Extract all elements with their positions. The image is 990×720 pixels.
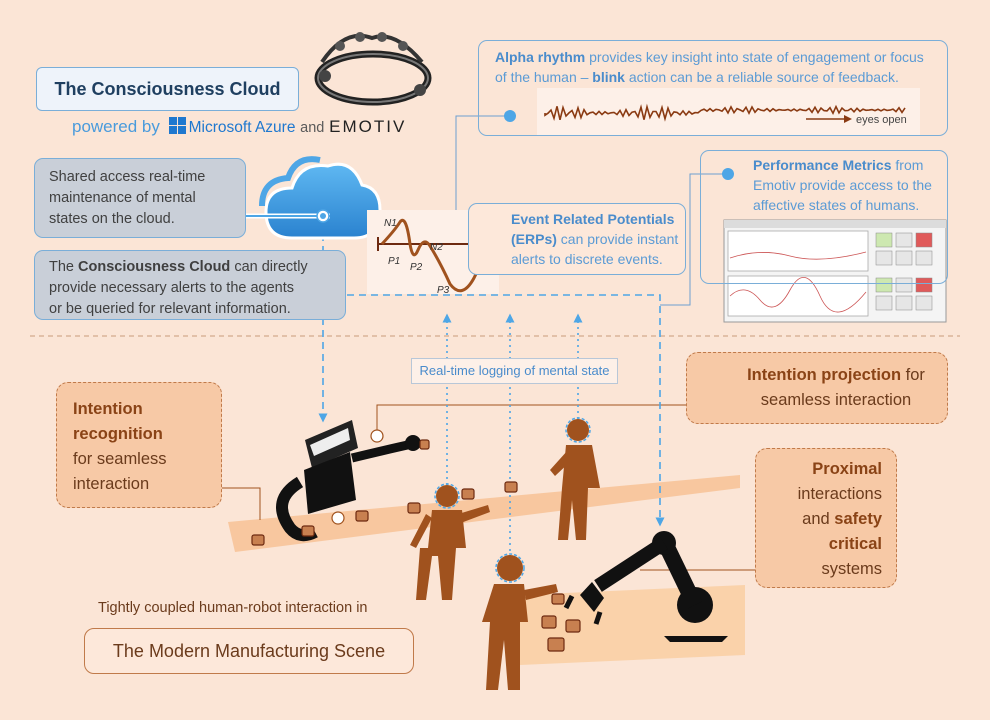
shared-access-line-2: maintenance of mental [49,190,196,206]
cloud-alerts-pre: The [49,259,79,275]
eeg-headset-icon [314,32,432,106]
data-flow-lines [318,222,665,527]
proximal-line-2: interactions [797,485,882,503]
intention-recognition-bold-2: recognition [73,425,163,443]
intention-recognition-line-4: interaction [73,475,150,493]
performance-text-1: from [891,157,924,173]
eyes-open-label: eyes open [856,114,907,126]
proximal-line-3-pre: and [802,510,835,528]
erp-label-p1: P1 [388,256,400,267]
title-box: The Consciousness Cloud [36,67,299,111]
human-figure-front [482,555,558,690]
proximal-line-5: systems [821,560,882,578]
proximal-line-1: Proximal [756,457,882,482]
erp-line-3: alerts to discrete events. [511,251,663,267]
azure-cloud-icon [236,156,382,240]
cloud-alerts-box: The Consciousness Cloud can directly pro… [34,250,346,320]
intention-projection-bold: Intention projection [747,366,902,384]
humanoid-robot-icon [276,420,421,542]
cloud-alerts-bold: Consciousness Cloud [78,259,231,275]
cloud-alerts-line-1: The Consciousness Cloud can directly [49,257,345,278]
erp-bold-1: Event Related Potentials [511,211,675,227]
performance-bold: Performance Metrics [753,157,892,173]
performance-metrics-screenshot [723,219,947,323]
alpha-text-2-pre: of the human – [495,69,593,85]
emotiv-logo: EMOTIV [329,117,407,136]
and-label: and [300,120,325,136]
microsoft-azure-label: Microsoft Azure [188,119,296,136]
erp-labels: N1 P1 N2 P2 P3 [384,218,450,296]
human-worker-figures [410,419,600,690]
performance-line-1: Performance Metrics from [753,155,947,175]
erp-label-p2: P2 [410,262,423,273]
industrial-robot-arm-icon [563,531,728,642]
cloud-alerts-line-3: or be queried for relevant information. [49,301,291,317]
shared-access-line-3: states on the cloud. [49,211,175,227]
intention-recognition-box: Intention recognition for seamless inter… [56,382,222,508]
performance-line-3: affective states of humans. [753,197,920,213]
erp-label-p3: P3 [437,285,450,296]
alpha-rhythm-box: Alpha rhythm provides key insight into s… [478,40,948,136]
alpha-line-2: of the human – blink action can be a rel… [495,67,947,87]
intention-recognition-line-1: Intention [73,397,221,422]
workpiece-blocks [251,439,581,652]
windows-logo-icon [168,117,186,134]
cloud-alerts-post: can directly [230,259,308,275]
alpha-text-2-post: action can be a reliable source of feedb… [624,69,899,85]
erp-line-2: (ERPs) can provide instant [511,229,685,249]
intention-recognition-line-2: recognition [73,422,221,447]
erp-bold-2: (ERPs) [511,231,557,247]
manufacturing-scene-title: The Modern Manufacturing Scene [112,641,386,661]
alpha-line-1: Alpha rhythm provides key insight into s… [495,47,947,67]
erp-label-n1: N1 [384,218,397,229]
erp-box: Event Related Potentials (ERPs) can prov… [468,203,686,275]
alpha-text-1: provides key insight into state of engag… [585,49,924,65]
alpha-rhythm-waveform [537,88,920,136]
performance-line-2: Emotiv provide access to the [753,177,932,193]
tightly-coupled-caption: Tightly coupled human-robot interaction … [98,600,368,616]
alpha-bold-2: blink [592,69,625,85]
shared-access-line-1: Shared access real-time [49,169,206,185]
human-figure-back [550,419,600,540]
powered-by-label: powered by [72,117,160,136]
cloud-alerts-line-2: provide necessary alerts to the agents [49,280,295,296]
intention-projection-line-2: seamless interaction [760,391,912,409]
manufacturing-scene-box: The Modern Manufacturing Scene [84,628,414,674]
intention-projection-post: for [901,366,925,384]
erp-text-2: can provide instant [556,231,679,247]
intention-projection-box: Intention projection for seamless intera… [686,352,948,424]
erp-label-n2: N2 [430,242,443,253]
proximal-line-3: and safety [756,507,882,532]
proximal-interactions-box: Proximal interactions and safety critica… [755,448,897,588]
proximal-bold-3: safety [834,510,882,528]
proximal-line-4: critical [756,532,882,557]
logging-lines [442,313,583,563]
performance-metrics-box: Performance Metrics from Emotiv provide … [700,150,948,284]
intention-recognition-line-3: for seamless [73,450,167,468]
intention-recognition-bold-1: Intention [73,400,143,418]
proximal-bold-4: critical [828,535,882,553]
alpha-bold-1: Alpha rhythm [495,49,586,65]
robot-markers [331,429,384,525]
proximal-bold-1: Proximal [812,460,882,478]
human-figure-left [410,485,490,600]
erp-line-1: Event Related Potentials [511,209,685,229]
page-title: The Consciousness Cloud [54,79,281,99]
monitoring-markers [434,417,591,583]
realtime-logging-label: Real-time logging of mental state [411,358,618,384]
powered-by-line: powered by Microsoft Azure and EMOTIV [72,117,406,137]
intention-projection-line-1: Intention projection for [725,363,947,388]
shared-access-box: Shared access real-time maintenance of m… [34,158,246,238]
